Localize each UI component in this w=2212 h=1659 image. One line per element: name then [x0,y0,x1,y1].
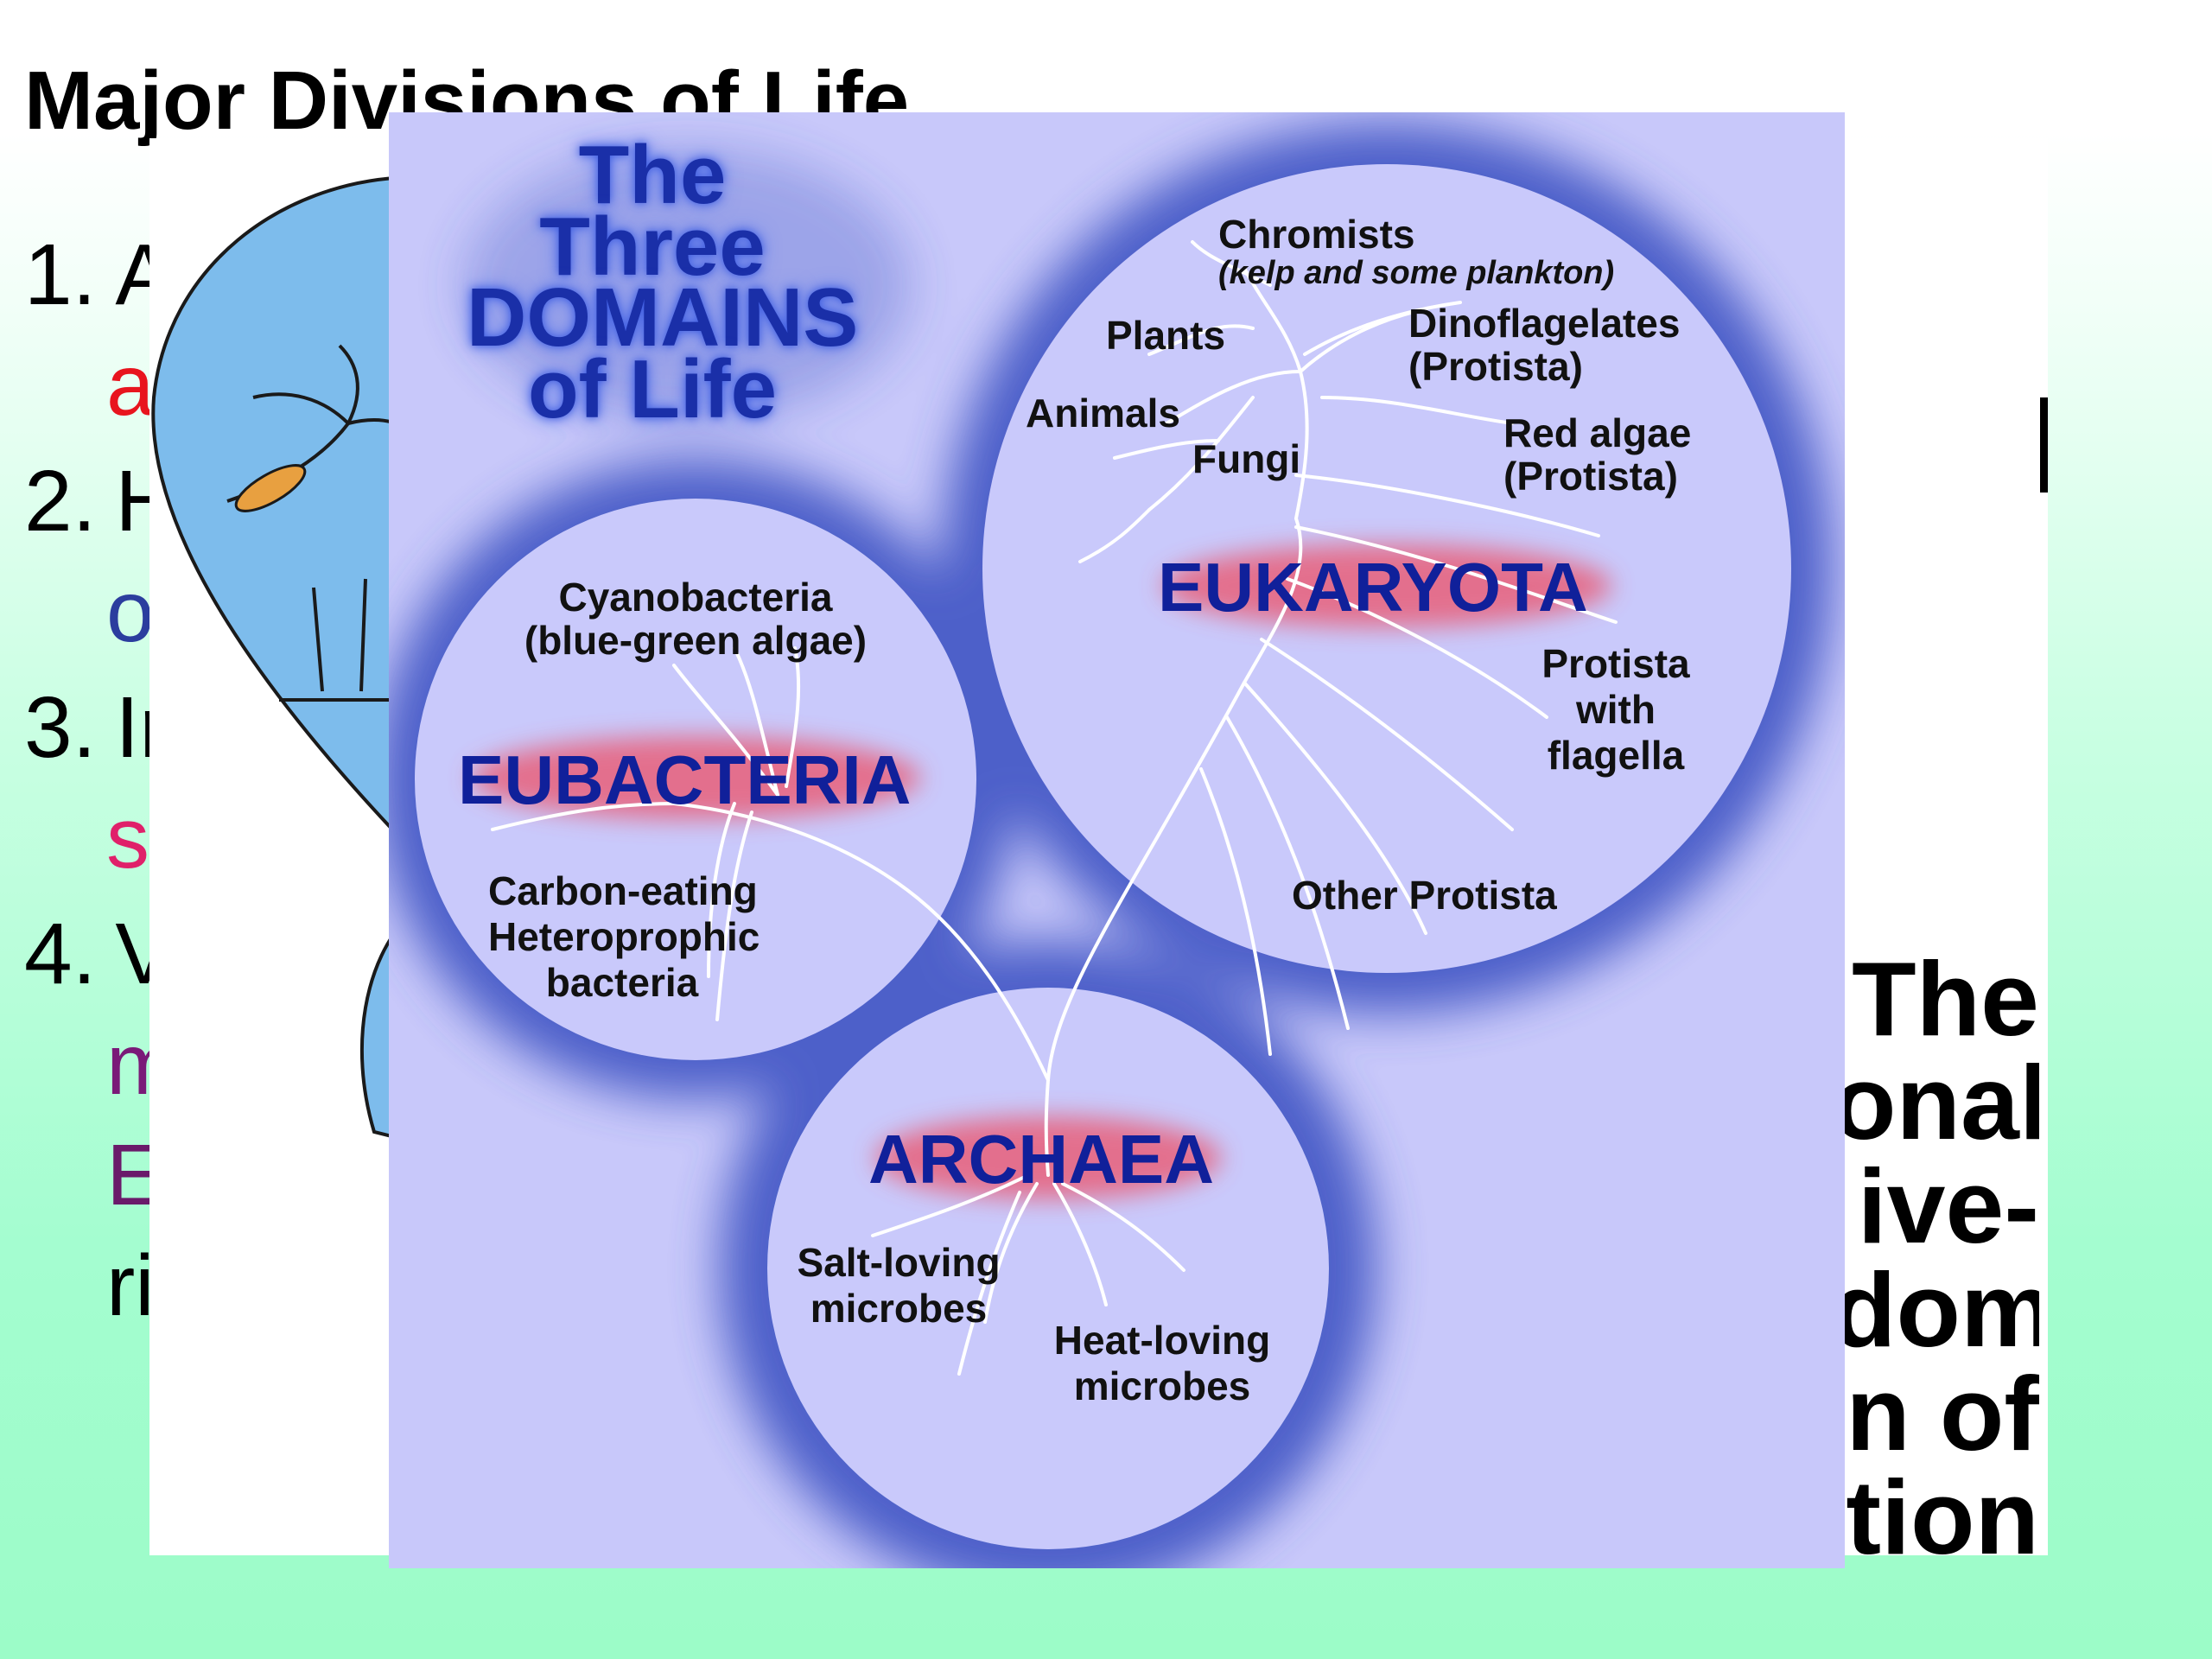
label-dinoflagelates-note: (Protista) [1408,344,1583,389]
right-text-line-4: dom [1832,1257,2039,1363]
right-text-line-2: onal [1832,1050,2039,1155]
label-line: Salt-loving [797,1240,1001,1285]
domain-label-eubacteria: EUBACTERIA [458,741,912,818]
label-other-protista: Other Protista [1292,873,1557,918]
list-number: 4. [24,906,97,1002]
right-text-line-3: ive- [1857,1154,2039,1259]
label-dinoflagelates: Dinoflagelates [1408,301,1681,346]
domains-diagram [389,112,1845,1568]
domain-label-eukaryota: EUKARYOTA [1158,549,1588,626]
label-line: microbes [810,1285,988,1331]
label-heat-loving-microbes: Heat-loving microbes [1041,1318,1283,1409]
label-salt-loving-microbes: Salt-loving microbes [786,1240,1011,1332]
list-text-colored: o [106,563,155,660]
right-text-line-1: The [1852,946,2039,1052]
label-chromists: Chromists [1218,212,1415,257]
label-line: microbes [1073,1363,1251,1408]
label-animals: Animals [1026,391,1180,435]
list-number: 2. [24,453,97,550]
figure-title-line: The [578,129,727,221]
label-red-algae-note: (Protista) [1503,454,1678,499]
figure-title: The Three DOMAINS of Life [467,129,859,435]
label-cyanobacteria: Cyanobacteria [558,575,833,620]
list-number: 1. [24,226,97,323]
label-cyanobacteria-note: (blue-green algae) [524,618,868,663]
list-text-colored: a [106,337,155,434]
label-line: flagella [1547,732,1685,778]
three-domains-figure: The Three DOMAINS of Life EUKARYOTA EUBA… [389,112,1845,1568]
list-number: 3. [24,679,97,776]
label-protista-with-flagella: Protista with flagella [1512,641,1719,779]
figure-title-line: of Life [528,342,777,435]
list-text-colored: s [106,790,149,887]
domain-label-archaea: ARCHAEA [868,1121,1214,1198]
label-fungi: Fungi [1192,436,1301,481]
label-plants: Plants [1106,313,1226,358]
label-line: Heat-loving [1053,1318,1271,1363]
list-text: ri [106,1237,155,1334]
label-red-algae: Red algae [1503,410,1692,455]
label-line: Heteroprophic [488,913,760,959]
label-line: Carbon-eating [488,868,758,913]
label-carbon-eating-bacteria: Carbon-eating Heteroprophic bacteria [488,868,760,1006]
figure-title-line: DOMAINS [467,271,859,365]
list-item-3: 3.Ir s [24,684,168,881]
label-chromists-note: (kelp and some plankton) [1218,255,1615,291]
label-line: with [1576,686,1656,732]
label-line: bacteria [545,959,699,1005]
right-text-line-5: n of [1846,1361,2039,1466]
label-line: Protista [1541,641,1690,686]
right-text-line-6: tion [1846,1465,2039,1570]
figure-title-line: Three [539,200,766,293]
